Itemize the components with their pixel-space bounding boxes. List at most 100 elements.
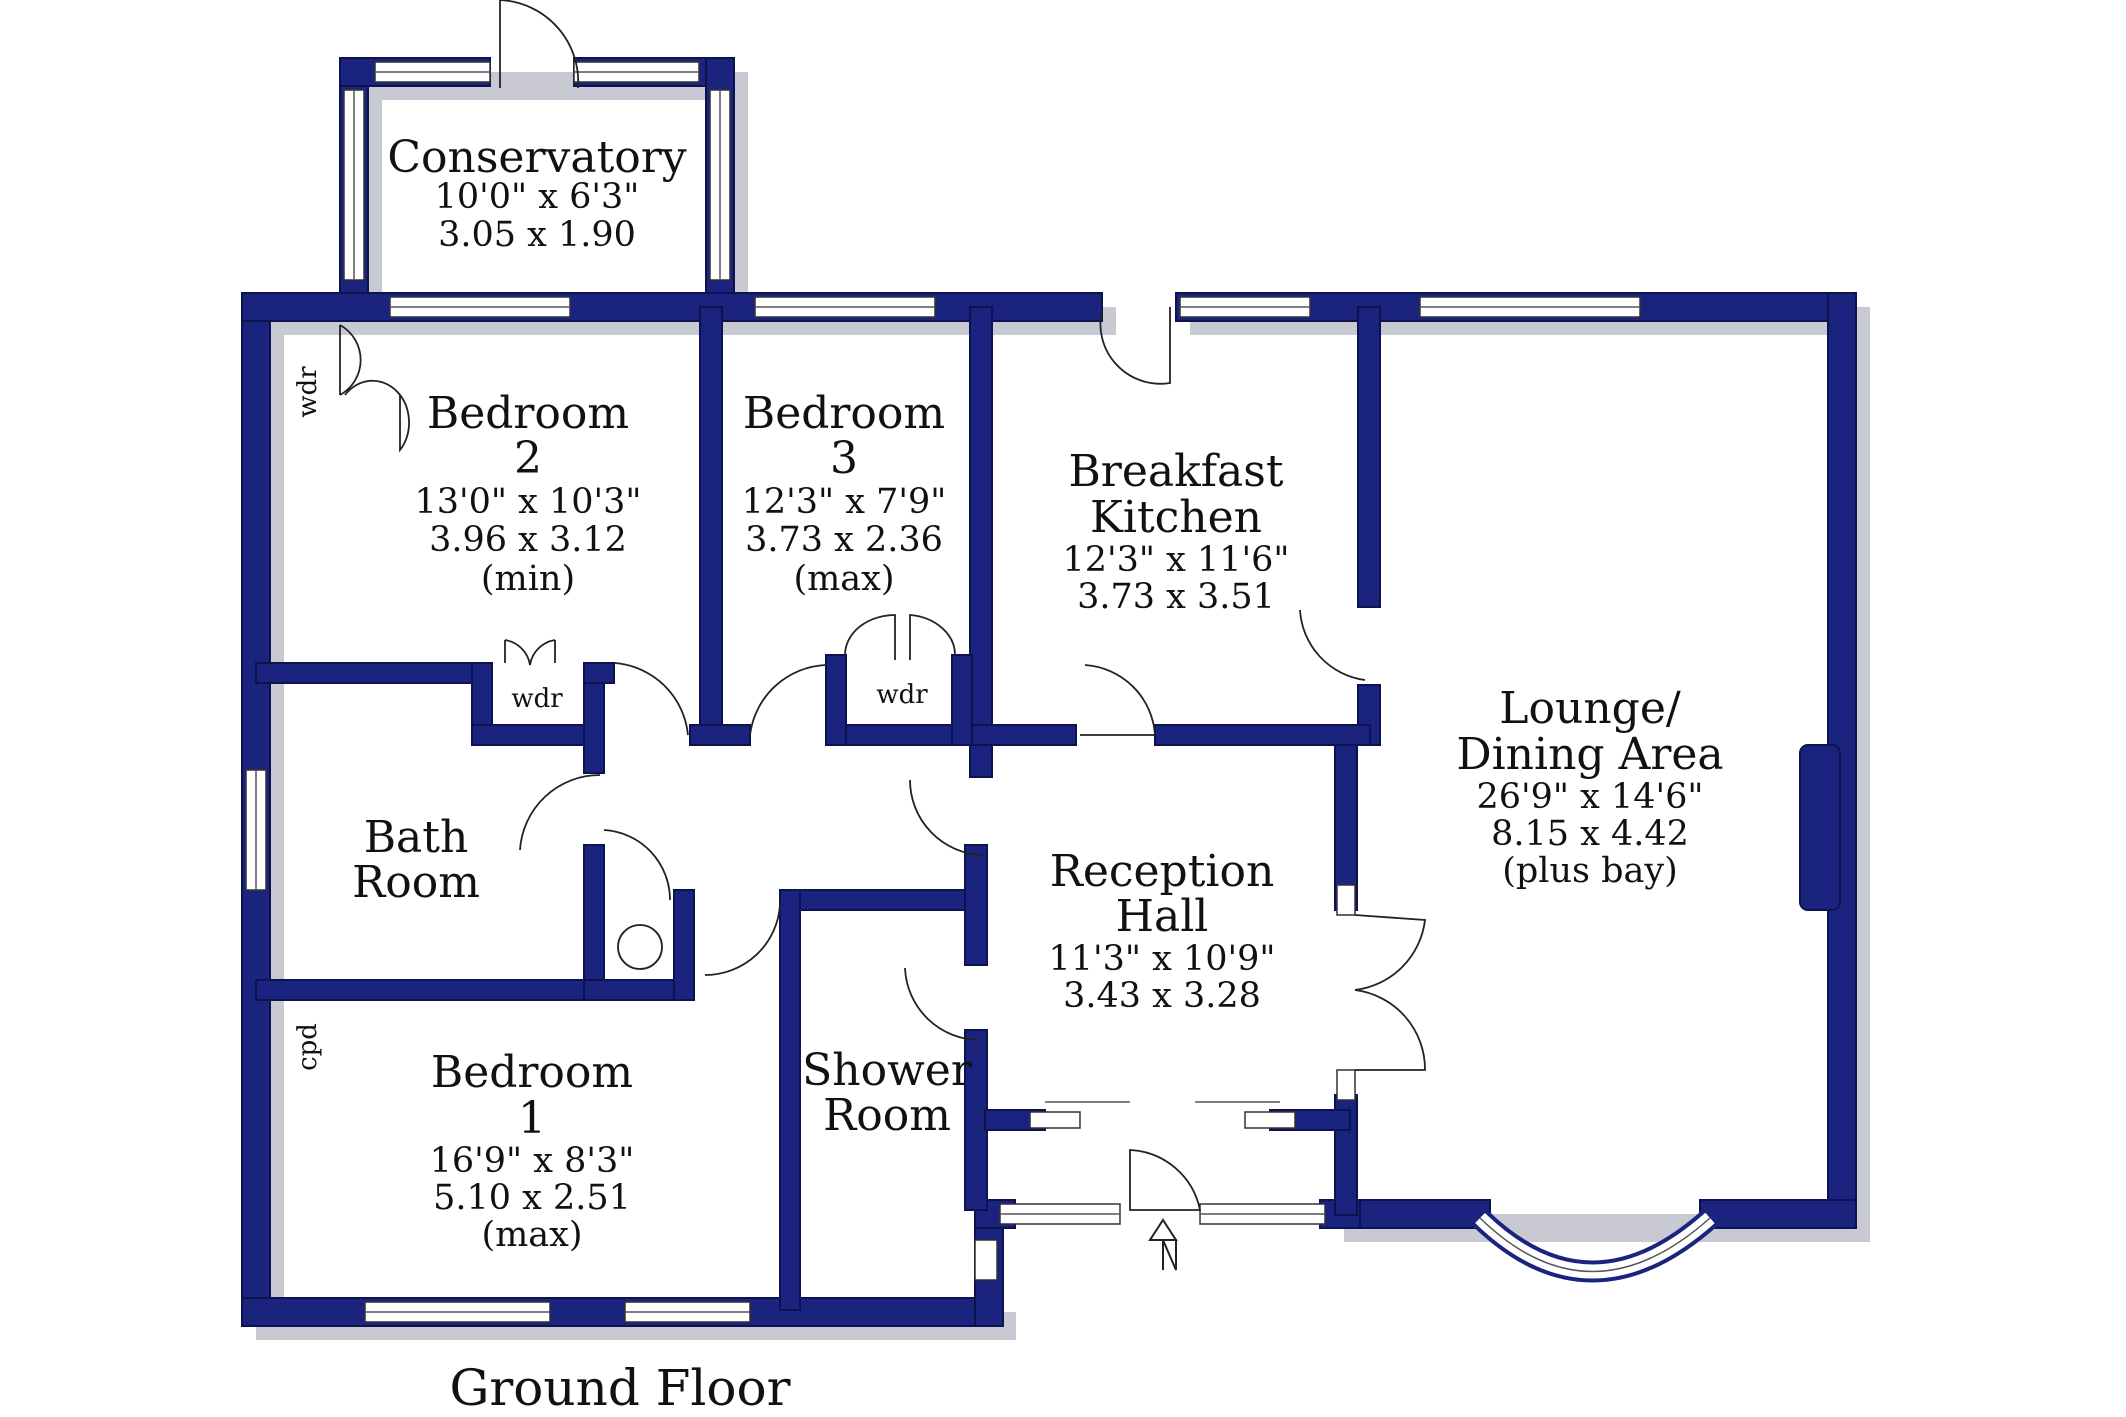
window-conservatory-right xyxy=(709,89,731,281)
room-reception: Reception Hall 11'3" x 10'9" 3.43 x 3.28 xyxy=(1048,846,1275,1016)
wardrobe-label-bath: wdr xyxy=(511,684,563,714)
wall-outer-bottom xyxy=(241,1297,1003,1327)
windows xyxy=(245,61,1718,1323)
room-name: Conservatory xyxy=(387,132,686,183)
room-name-2: Room xyxy=(352,857,480,908)
room-name: Lounge/ xyxy=(1499,683,1681,734)
window-kitchen-top xyxy=(1179,296,1311,318)
door-airing xyxy=(603,829,671,901)
room-dim-imperial: 16'9" x 8'3" xyxy=(430,1141,635,1181)
window-hall-lounge-lower xyxy=(1336,1069,1356,1101)
room-dim-imperial: 11'3" x 10'9" xyxy=(1048,939,1275,979)
room-lounge: Lounge/ Dining Area 26'9" x 14'6" 8.15 x… xyxy=(1456,683,1723,891)
room-name: Bedroom xyxy=(743,388,945,439)
door-kitchen xyxy=(1080,664,1156,736)
window-hall-lounge-upper xyxy=(1336,884,1356,916)
room-name: Breakfast xyxy=(1068,446,1283,497)
door-bed3-wardrobe xyxy=(844,614,956,660)
room-name-2: Room xyxy=(823,1090,951,1141)
room-name: Reception xyxy=(1050,846,1275,897)
room-name: Bedroom xyxy=(431,1047,633,1098)
room-shower: Shower Room xyxy=(802,1045,973,1141)
room-number: 3 xyxy=(830,433,858,484)
floor-label: Ground Floor xyxy=(449,1359,790,1417)
door-kitchen-back xyxy=(1099,307,1171,385)
room-note: (plus bay) xyxy=(1502,851,1678,891)
wall-kitchen-bottom xyxy=(1154,724,1371,746)
door-hall-shower xyxy=(904,967,981,1041)
window-bed1-bottom-right xyxy=(624,1301,751,1323)
up-arrow-icon xyxy=(1148,1218,1178,1271)
room-note: (min) xyxy=(481,559,575,599)
doors xyxy=(339,0,1427,1211)
wall-shower-top xyxy=(779,889,981,911)
wardrobe-label-bed3: wdr xyxy=(876,680,928,710)
room-name: Bath xyxy=(364,812,469,863)
cylinder-tank-icon xyxy=(617,924,663,970)
room-name-2: Dining Area xyxy=(1456,729,1723,780)
wall-bed3-wdr-left xyxy=(825,654,847,746)
room-dim-imperial: 12'3" x 11'6" xyxy=(1062,540,1289,580)
room-conservatory: Conservatory 10'0" x 6'3" 3.05 x 1.90 xyxy=(387,132,686,255)
window-conservatory-top-right xyxy=(573,61,700,83)
chimney-breast xyxy=(1799,744,1841,911)
wall-hall-lounge-upper xyxy=(1334,729,1358,911)
wall-bed3-kitchen xyxy=(969,306,993,743)
door-lounge-double xyxy=(1354,914,1427,1071)
door-conservatory xyxy=(499,0,580,89)
room-name-2: Hall xyxy=(1116,891,1209,942)
wardrobe-label-bed2: wdr xyxy=(293,366,323,418)
cupboard-label-bed1: cpd xyxy=(293,1023,323,1071)
wall-bed3-wdr-right xyxy=(951,654,973,746)
window-shower-side xyxy=(974,1239,998,1281)
wall-kitchen-lounge-upper xyxy=(1357,306,1381,608)
wall-wdr-bottom xyxy=(471,724,603,746)
door-bathroom xyxy=(519,774,601,851)
wall-lounge-bottom-right xyxy=(1699,1199,1857,1229)
room-dim-metric: 3.05 x 1.90 xyxy=(438,215,636,255)
wall-outer-top-left xyxy=(241,292,1103,322)
door-front xyxy=(1129,1149,1202,1211)
room-note: (max) xyxy=(481,1215,582,1255)
room-bedroom1: Bedroom 1 16'9" x 8'3" 5.10 x 2.51 (max) xyxy=(430,1047,635,1255)
window-front-right xyxy=(1199,1203,1326,1225)
room-bedroom3: Bedroom 3 12'3" x 7'9" 3.73 x 2.36 (max) xyxy=(742,388,947,599)
wall-wdr-top-stub xyxy=(583,662,615,684)
window-conservatory-top-left xyxy=(374,61,491,83)
room-bathroom: Bath Room xyxy=(352,812,480,908)
door-bed2 xyxy=(614,662,689,736)
door-shower xyxy=(704,904,781,976)
door-bed3 xyxy=(749,664,827,736)
room-dim-metric: 3.96 x 3.12 xyxy=(429,520,627,560)
bay-window xyxy=(1045,1101,1718,1283)
room-number: 1 xyxy=(518,1093,546,1144)
room-note: (max) xyxy=(793,559,894,599)
wall-shower-left xyxy=(779,889,801,1311)
room-name: Shower xyxy=(802,1045,973,1096)
window-bed2-top xyxy=(389,296,571,318)
wall-bath-bottom xyxy=(255,979,597,1001)
window-hall-left-sill xyxy=(1029,1111,1081,1129)
room-dim-imperial: 12'3" x 7'9" xyxy=(742,482,947,522)
window-bed3-top xyxy=(754,296,936,318)
room-kitchen: Breakfast Kitchen 12'3" x 11'6" 3.73 x 3… xyxy=(1062,446,1289,617)
wall-bed2-bed3 xyxy=(699,306,723,743)
room-dim-metric: 5.10 x 2.51 xyxy=(433,1178,631,1218)
room-dim-imperial: 10'0" x 6'3" xyxy=(435,177,640,217)
wall-bed3-bottom-left xyxy=(689,724,751,746)
wall-hall-stub xyxy=(969,741,993,778)
wall-bath-right xyxy=(583,844,605,996)
room-name-2: Kitchen xyxy=(1090,492,1262,543)
room-dim-metric: 3.73 x 2.36 xyxy=(745,520,943,560)
wall-bed2-bottom xyxy=(255,662,483,684)
wall-airing-right xyxy=(673,889,695,1001)
window-hall-right-sill xyxy=(1244,1111,1296,1129)
room-dim-imperial: 13'0" x 10'3" xyxy=(414,482,641,522)
window-bed1-bottom-left xyxy=(364,1301,551,1323)
room-number: 2 xyxy=(514,433,542,484)
door-bed2-wardrobe xyxy=(339,324,410,453)
door-kitchen-lounge xyxy=(1299,609,1366,681)
room-dim-imperial: 26'9" x 14'6" xyxy=(1476,777,1703,817)
door-hall-top xyxy=(909,779,983,856)
room-dim-metric: 3.73 x 3.51 xyxy=(1077,577,1275,617)
